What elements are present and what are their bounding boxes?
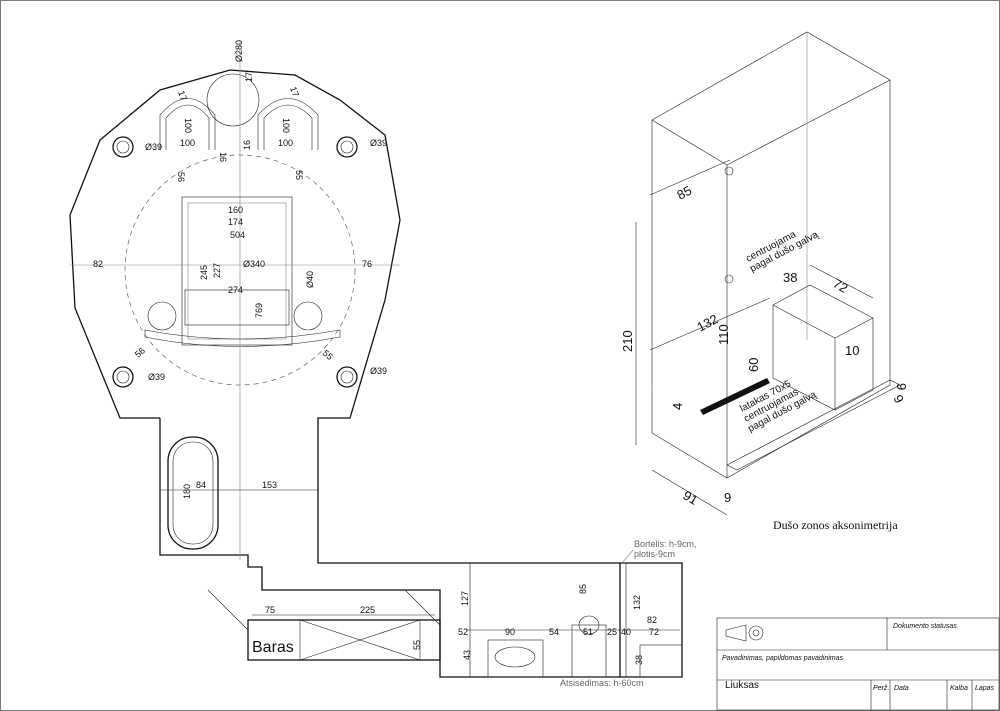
- dim-82: 82: [93, 259, 103, 269]
- dim-180: 180: [182, 484, 192, 499]
- dim-55-top: 55: [294, 170, 304, 180]
- dim-174: 174: [228, 217, 243, 227]
- axonometry: 85 38 72 132 110 210 60 10 9 9 4 91 9 ce…: [620, 31, 909, 532]
- dim-100-l: 100: [180, 138, 195, 148]
- dim-17-top: 17: [244, 72, 254, 82]
- floor-plan: Ø280 17 17 17 100 100 100 100 Ø39 Ø39 Ø3…: [69, 40, 697, 688]
- dim-43: 43: [462, 650, 472, 660]
- dim-56-top: 56: [176, 172, 186, 182]
- dim-17-right: 17: [288, 85, 301, 98]
- dim-40: 40: [621, 627, 631, 637]
- axo-dim-4: 4: [670, 403, 685, 410]
- axo-dim-85: 85: [674, 183, 694, 203]
- dim-274: 274: [228, 285, 243, 295]
- axo-dim-10: 10: [845, 343, 859, 358]
- dim-55-bottom: 55: [321, 348, 335, 362]
- central-unit: [181, 196, 293, 346]
- dim-100-r: 100: [278, 138, 293, 148]
- bathtub: [167, 436, 219, 550]
- axo-dim-9c: 9: [724, 490, 731, 505]
- dim-245: 245: [199, 265, 209, 280]
- tb-perz: Perž.: [873, 685, 889, 692]
- dim-90: 90: [505, 627, 515, 637]
- bortelis-line1: Bortelis: h-9cm,: [634, 539, 697, 549]
- dim-25: 25: [607, 627, 617, 637]
- dim-16-l: 16: [218, 152, 228, 162]
- bar-counter: [247, 619, 441, 661]
- dim-72: 72: [649, 627, 659, 637]
- dim-82-bath: 82: [647, 615, 657, 625]
- axo-dim-210: 210: [620, 330, 635, 352]
- dim-51: 51: [583, 627, 593, 637]
- axo-title: Dušo zonos aksonimetrija: [773, 518, 898, 532]
- dim-100-l-v: 100: [183, 118, 193, 133]
- axo-dim-60: 60: [746, 358, 761, 372]
- bar-label: Baras: [252, 639, 294, 656]
- dim-76: 76: [362, 259, 372, 269]
- dim-153: 153: [262, 480, 277, 490]
- axo-dim-110: 110: [716, 324, 731, 345]
- dim-phi39-br: Ø39: [370, 366, 387, 376]
- toilet: [571, 624, 607, 678]
- dim-127: 127: [460, 591, 470, 606]
- dim-55-bar: 55: [412, 640, 422, 650]
- dim-phi340: Ø340: [243, 259, 265, 269]
- tb-name-value: Liuksas: [725, 680, 759, 691]
- circle-phi280: [206, 73, 260, 127]
- dim-54: 54: [549, 627, 559, 637]
- dim-132: 132: [632, 595, 642, 610]
- dim-38-plan: 38: [634, 655, 644, 665]
- dim-84: 84: [196, 480, 206, 490]
- dim-17-left: 17: [176, 89, 189, 102]
- dim-225: 225: [360, 605, 375, 615]
- tb-data: Data: [894, 685, 909, 692]
- room-outline: [69, 69, 683, 678]
- bortelis-line2: plotis-9cm: [634, 549, 675, 559]
- title-block: Dokumento statusas Pavadinimas, papildom…: [716, 617, 1000, 711]
- seat-right: [257, 98, 319, 150]
- dim-16-r: 16: [242, 140, 252, 150]
- dim-phi39-tr: Ø39: [370, 138, 387, 148]
- lamp-left: [147, 301, 177, 331]
- dim-504: 504: [230, 230, 245, 240]
- projection-symbol: [725, 624, 764, 642]
- dim-769: 769: [254, 303, 264, 318]
- dim-52: 52: [458, 627, 468, 637]
- sink: [494, 646, 536, 668]
- column-symbols: [112, 136, 358, 388]
- dim-phi39-bl: Ø39: [148, 372, 165, 382]
- dim-56-bottom: 56: [133, 345, 147, 359]
- dim-227: 227: [212, 263, 222, 278]
- tb-status-label: Dokumento statusas: [893, 623, 957, 630]
- axo-dim-9b: 9: [890, 392, 907, 406]
- drain-latakas: [700, 378, 770, 415]
- dim-100-r-v: 100: [281, 118, 291, 133]
- seat-left: [159, 98, 216, 150]
- atsisedimas-label: Atsisėdimas: h-60cm: [560, 678, 644, 688]
- axo-dim-38: 38: [783, 270, 797, 285]
- dim-phi39-tl: Ø39: [145, 142, 162, 152]
- dim-85: 85: [578, 584, 588, 594]
- dim-phi280: Ø280: [234, 40, 244, 62]
- dim-phi40: Ø40: [305, 271, 315, 288]
- sink-counter: [487, 639, 544, 678]
- dim-160: 160: [228, 205, 243, 215]
- axo-dim-72: 72: [831, 276, 851, 296]
- dim-75: 75: [265, 605, 275, 615]
- tb-kalba: Kalba: [950, 685, 968, 692]
- tb-name-label: Pavadinimas, papildomas pavadinimas: [722, 655, 844, 662]
- axo-dim-91: 91: [681, 488, 701, 508]
- shower-bench: [639, 644, 683, 678]
- curved-bench: [144, 329, 341, 347]
- tb-lapas: Lapas: [975, 685, 995, 692]
- axo-dim-9a: 9: [894, 383, 909, 390]
- lamp-right: [293, 301, 323, 331]
